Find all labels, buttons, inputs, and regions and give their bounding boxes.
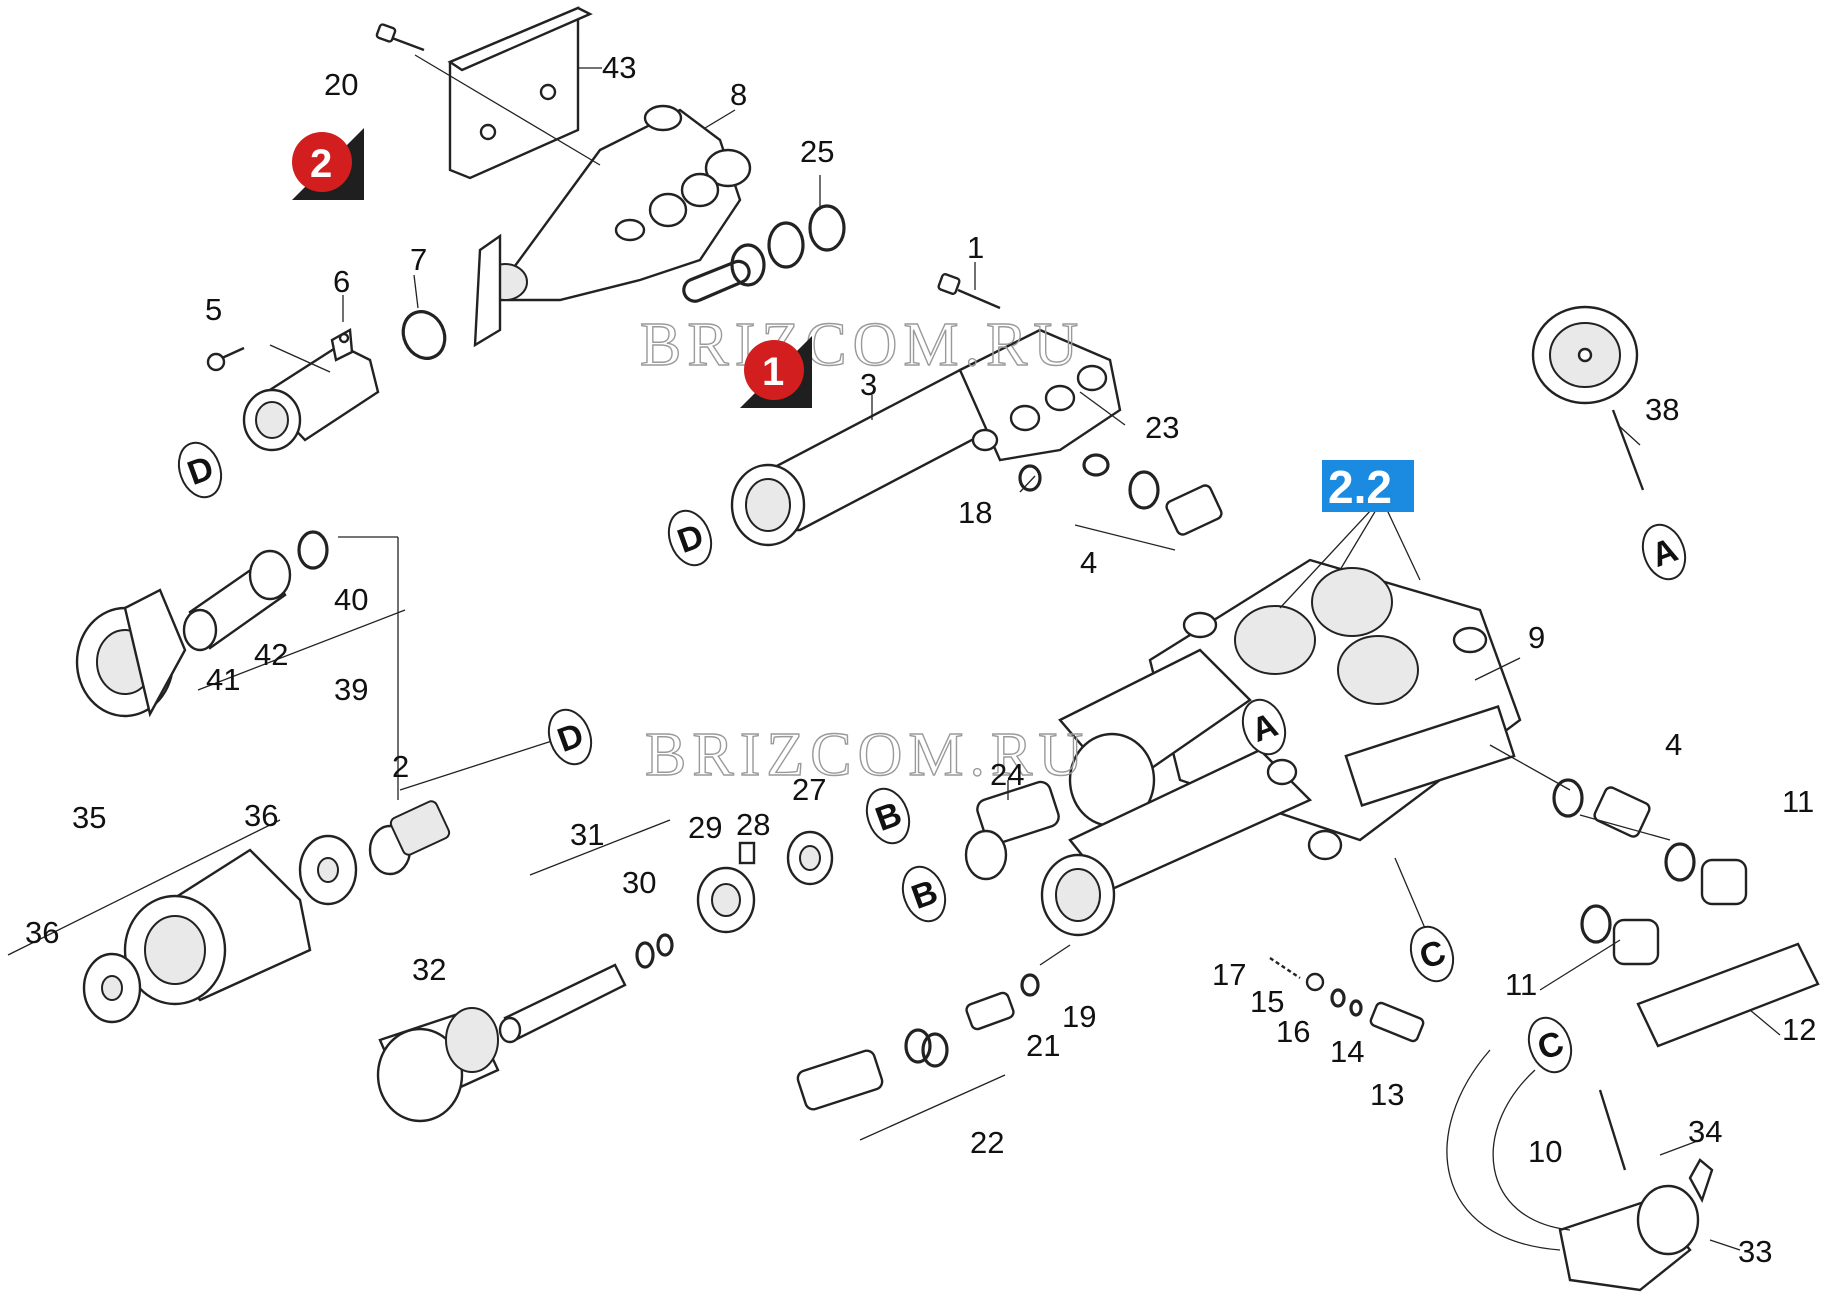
part-number-12: 12 [1782, 1012, 1816, 1047]
part-pump-head-9 [1148, 558, 1522, 842]
part-number-7: 7 [410, 242, 427, 277]
callout-a-1: A [1641, 523, 1687, 581]
part-number-36-lower: 36 [25, 915, 59, 950]
callout-d-3: D [547, 708, 593, 766]
part-number-11-lower: 11 [1505, 967, 1537, 1002]
part-o-rings-25 [682, 204, 846, 303]
part-number-15: 15 [1250, 984, 1284, 1019]
parts-drawing [75, 6, 1820, 1292]
callout-c-1: C [1409, 925, 1455, 983]
part-screw-5 [206, 346, 245, 372]
svg-text:1: 1 [762, 350, 784, 394]
part-manifold-pipes [1040, 648, 1343, 937]
part-number-4-right: 4 [1665, 727, 1682, 762]
callout-d-1: D [177, 441, 223, 499]
part-nut-35 [123, 848, 312, 1006]
assembly-marker-2: 2 [292, 128, 364, 200]
part-number-42: 42 [254, 637, 288, 672]
part-number-35: 35 [72, 800, 106, 835]
part-seals-27-29 [696, 830, 834, 934]
part-screw-22 [375, 23, 425, 52]
part-number-31: 31 [570, 817, 604, 852]
part-number-43: 43 [602, 50, 636, 85]
part-number-40: 40 [334, 582, 368, 617]
part-plug-11-upper [1664, 842, 1748, 906]
part-washer-36-left [82, 952, 142, 1024]
part-valve-housing [473, 104, 752, 348]
part-number-17: 17 [1212, 957, 1246, 992]
part-number-21: 22 [970, 1125, 1004, 1160]
callout-b-1: B [865, 787, 911, 845]
part-number-38: 38 [1645, 392, 1679, 427]
part-number-29: 29 [688, 810, 722, 845]
part-number-22: 20 [324, 67, 358, 102]
callout-a-2: A [1241, 698, 1287, 756]
callout-b-2: B [901, 865, 947, 923]
part-number-10: 10 [1528, 1134, 1562, 1169]
part-number-16: 16 [1276, 1014, 1310, 1049]
part-number-1: 1 [967, 230, 984, 265]
watermark-top: BRIZCOM.RU [640, 311, 1084, 379]
assembly-marker-1: 1 [740, 336, 812, 408]
part-o-rings-23 [1018, 453, 1160, 510]
part-number-20: 21 [1026, 1028, 1060, 1063]
part-number-33: 33 [1738, 1234, 1772, 1269]
part-valve-4-right [1552, 778, 1651, 838]
part-number-36-upper: 36 [244, 798, 278, 833]
part-number-6: 6 [333, 264, 350, 299]
part-number-19: 19 [1062, 999, 1096, 1034]
part-number-25: 25 [800, 134, 834, 169]
part-spindle-31 [498, 933, 674, 1044]
part-valve-set-13-17 [1269, 957, 1425, 1043]
callout-c-2: C [1527, 1016, 1573, 1074]
part-number-11-upper: 11 [1782, 784, 1814, 819]
part-number-8: 8 [730, 77, 747, 112]
part-number-4: 4 [1080, 545, 1097, 580]
connection-callouts: D D A D A B B C [177, 441, 1687, 1074]
callout-d-2: D [667, 509, 713, 567]
part-number-18: 18 [958, 495, 992, 530]
part-screw-1 [937, 273, 1001, 310]
part-number-labels: 20 43 8 25 5 6 7 1 3 23 18 4 38 40 42 41… [25, 50, 1816, 1269]
part-filter-2 [368, 800, 451, 876]
watermark-middle: BRIZCOM.RU [645, 721, 1089, 789]
part-inlet-fitting-6 [242, 328, 380, 452]
part-number-39: 39 [334, 672, 368, 707]
part-o-ring-7 [401, 310, 447, 360]
assembly-label-box: 2.2 [1322, 460, 1414, 513]
part-pressure-gauge [1531, 305, 1645, 491]
part-number-14: 14 [1330, 1034, 1364, 1069]
part-number-27: 27 [792, 772, 826, 807]
part-valve-4-upper [1165, 484, 1223, 536]
part-number-23: 23 [1145, 410, 1179, 445]
part-number-13: 13 [1370, 1077, 1404, 1112]
part-plate-12 [1636, 942, 1820, 1048]
part-hose-nipple-42 [182, 549, 292, 652]
svg-text:2: 2 [310, 142, 332, 186]
part-number-28: 28 [736, 807, 770, 842]
part-plug-11-lower [1580, 904, 1660, 966]
part-number-32: 32 [412, 952, 446, 987]
assembly-label: 2.2 [1328, 461, 1392, 513]
part-valve-20 [965, 973, 1040, 1031]
part-washer-36-right [298, 834, 358, 906]
part-number-34: 34 [1688, 1114, 1722, 1149]
part-number-24: 24 [990, 757, 1024, 792]
part-pressure-switch-33 [1446, 1049, 1714, 1292]
part-pipe-block-3 [730, 328, 1122, 547]
part-bracket [447, 6, 593, 180]
part-number-30: 30 [622, 865, 656, 900]
part-number-9: 9 [1528, 620, 1545, 655]
part-knob-32 [376, 1007, 500, 1123]
part-coupling-41 [75, 588, 187, 718]
part-number-2: 2 [392, 749, 409, 784]
leader-lines [7, 54, 1781, 1251]
part-o-ring-40 [297, 530, 329, 570]
part-unloader-24 [964, 780, 1060, 881]
part-number-5: 5 [205, 292, 222, 327]
part-number-3: 3 [860, 367, 877, 402]
part-number-41: 41 [206, 662, 240, 697]
part-valve-21 [796, 1028, 949, 1111]
